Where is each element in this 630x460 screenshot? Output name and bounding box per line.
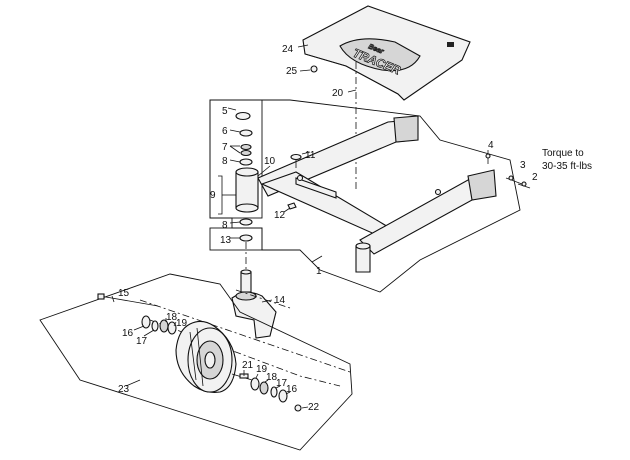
spindle-stack-box-lower (209, 227, 263, 251)
caster-fork (231, 269, 277, 339)
washer-6 (239, 129, 253, 137)
wheel-panel (39, 273, 353, 451)
main-frame (257, 115, 497, 273)
washer-7b (240, 149, 252, 157)
callout-21: 21 (242, 360, 254, 371)
hardware-2-3-4 (485, 150, 531, 189)
callout-20: 20 (332, 88, 344, 99)
callout-9: 9 (210, 190, 216, 201)
callout-1: 1 (316, 266, 322, 277)
callout-23: 23 (118, 384, 130, 395)
callout-19-left: 19 (176, 318, 188, 329)
cover-badge (447, 42, 454, 47)
callout-17-right: 17 (276, 378, 288, 389)
wheel-assembly (97, 293, 309, 412)
torque-note-line1: Torque to (542, 148, 584, 159)
spindle-tube-10 (235, 171, 259, 209)
spindle-tube-bottom (235, 203, 259, 213)
bearing-8-bottom (239, 218, 253, 226)
washer-17-right (270, 386, 278, 398)
callout-7: 7 (222, 142, 228, 153)
clip-12 (287, 202, 297, 210)
frame-hole-2 (434, 188, 442, 196)
fork-hub (235, 291, 257, 301)
callout-5: 5 (222, 106, 228, 117)
cover-emblem-backing (339, 38, 421, 72)
bearing-8-top (239, 158, 253, 166)
washer-3 (508, 175, 514, 181)
callout-16-right: 16 (286, 384, 298, 395)
callout-12: 12 (274, 210, 286, 221)
bearing-18-right (259, 381, 269, 395)
washer-7a (240, 143, 252, 151)
frame-leg-top (355, 242, 371, 250)
torque-note-line2: 30-35 ft-lbs (542, 161, 592, 172)
callout-14: 14 (274, 295, 286, 306)
callout-18-right: 18 (266, 372, 278, 383)
seal-19-left (167, 321, 177, 335)
callout-17-left: 17 (136, 336, 148, 347)
callout-2: 2 (532, 172, 538, 183)
callout-16-left: 16 (122, 328, 134, 339)
callout-11: 11 (305, 150, 316, 161)
hub (204, 351, 216, 369)
torque-note: Torque to 30-35 ft-lbs (542, 148, 592, 172)
callout-25: 25 (286, 66, 298, 77)
top-cover-assembly: Bear TRACER (297, 5, 471, 101)
knob-25 (310, 65, 318, 73)
axle-bolt-15 (97, 293, 105, 300)
callout-19-right: 19 (256, 364, 268, 375)
callout-10: 10 (264, 156, 276, 167)
fork-stem (240, 271, 252, 293)
spacer-16-left (141, 315, 151, 329)
callout-15: 15 (118, 288, 130, 299)
callouts: 1 2 3 4 5 6 7 8 9 10 11 12 8 13 14 15 16… (118, 44, 538, 413)
frame-brace (295, 177, 337, 199)
spindle-tube-top (235, 167, 259, 177)
callout-6: 6 (222, 126, 228, 137)
callout-13: 13 (220, 235, 232, 246)
nut-2 (521, 181, 527, 187)
frame-leg (355, 245, 371, 273)
spindle-stack-box-upper (209, 99, 263, 219)
frame-rear-plate (393, 115, 419, 143)
callout-24: 24 (282, 44, 294, 55)
hardware-11-12 (283, 151, 311, 213)
seal-19-right (250, 377, 260, 391)
spacer-16-right (278, 389, 288, 403)
callout-8-top: 8 (222, 156, 228, 167)
frame-front-plate (467, 169, 497, 201)
callout-22: 22 (308, 402, 320, 413)
nut-13 (239, 234, 253, 242)
frame-hole-1 (296, 174, 304, 182)
bolt-4 (485, 153, 491, 159)
fork-stem-top (240, 269, 252, 275)
callout-3: 3 (520, 160, 526, 171)
washer-17-left (151, 320, 159, 332)
callout-4: 4 (488, 140, 494, 151)
cap-5 (235, 111, 251, 121)
bolt-11 (290, 153, 302, 161)
callout-18-left: 18 (166, 312, 178, 323)
spindle-stack (218, 107, 271, 272)
callout-8-bottom: 8 (222, 220, 228, 231)
nut-22 (294, 404, 302, 412)
